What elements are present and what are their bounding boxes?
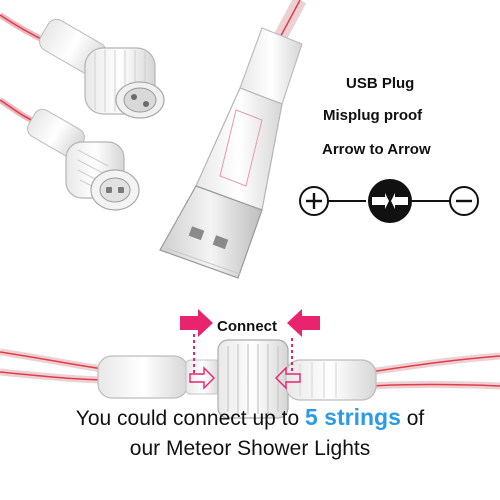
usb-plug-title: USB Plug [346, 75, 415, 92]
caption-line-2: our Meteor Shower Lights [129, 437, 371, 460]
plus-icon [299, 186, 329, 216]
caption-pre: You could connect up to [75, 407, 300, 430]
joined-waterproof-connector [97, 339, 377, 419]
caption-post: of [406, 407, 425, 430]
caption-line-1: You could connect up to 5 strings of [0, 402, 500, 434]
misplug-proof-label: Misplug proof [323, 107, 423, 124]
caption: You could connect up to 5 strings of our… [0, 402, 500, 464]
arrow-to-arrow-label: Arrow to Arrow [322, 141, 431, 158]
connect-label: Connect [217, 318, 277, 335]
minus-icon [449, 186, 479, 216]
female-waterproof-connector [39, 18, 165, 119]
male-waterproof-connector [27, 108, 140, 211]
usb-plug [159, 27, 303, 279]
connect-arrow-left [180, 309, 213, 374]
connect-arrow-right [287, 309, 320, 374]
arrow-to-arrow-icon [368, 179, 412, 223]
caption-highlight: 5 strings [305, 404, 401, 430]
